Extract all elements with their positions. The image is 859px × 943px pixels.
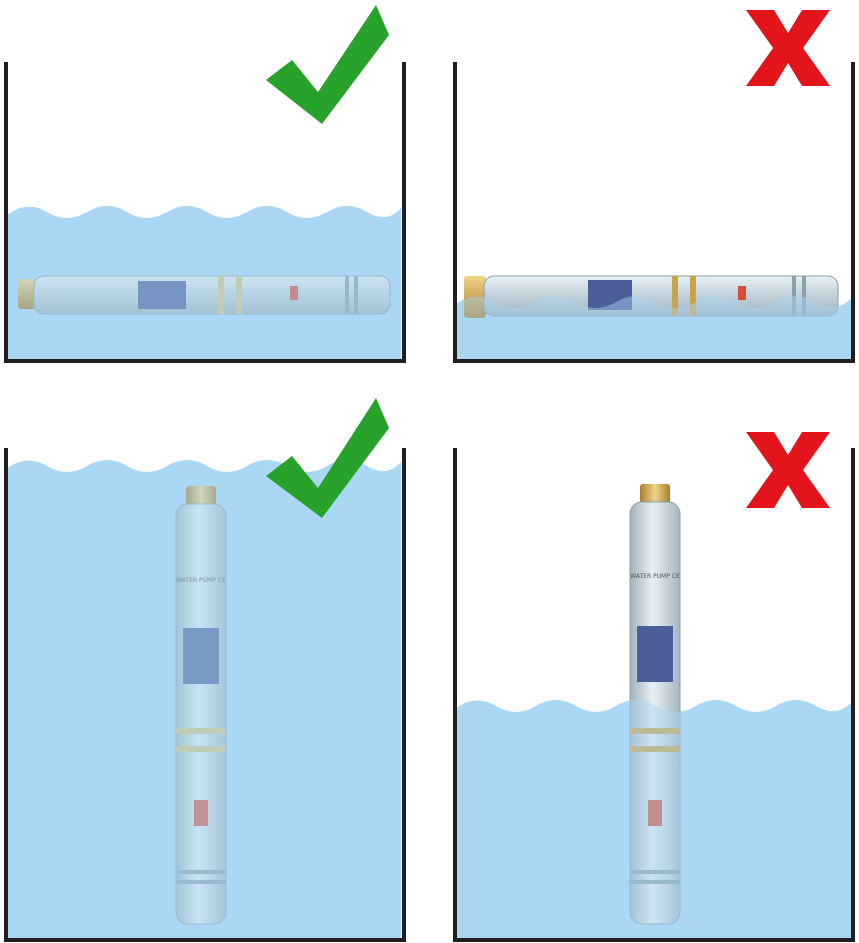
tank-outline <box>453 448 855 942</box>
water-overlay <box>456 700 852 939</box>
panel-vertical-half: WATER PUMP CE <box>453 432 855 942</box>
submersible-pump: WATER PUMP CE <box>629 484 681 925</box>
submersible-pump <box>18 275 391 315</box>
pump-label: WATER PUMP CE <box>630 573 680 580</box>
tank-outline <box>4 62 406 363</box>
submersible-pump: WATER PUMP CE <box>175 486 227 925</box>
cross-icon <box>746 10 830 86</box>
panel-vertical-full: WATER PUMP CE <box>4 398 406 942</box>
panel-horizontal-full <box>4 5 406 363</box>
tank-outline <box>453 62 855 363</box>
cross-icon <box>746 432 830 508</box>
pump-label: WATER PUMP CE <box>176 577 226 584</box>
check-icon <box>266 5 389 124</box>
panel-horizontal-half <box>453 10 855 363</box>
water-overlay <box>456 296 852 360</box>
tank-outline <box>4 448 406 942</box>
submersible-pump <box>464 275 839 318</box>
check-icon <box>266 398 389 518</box>
